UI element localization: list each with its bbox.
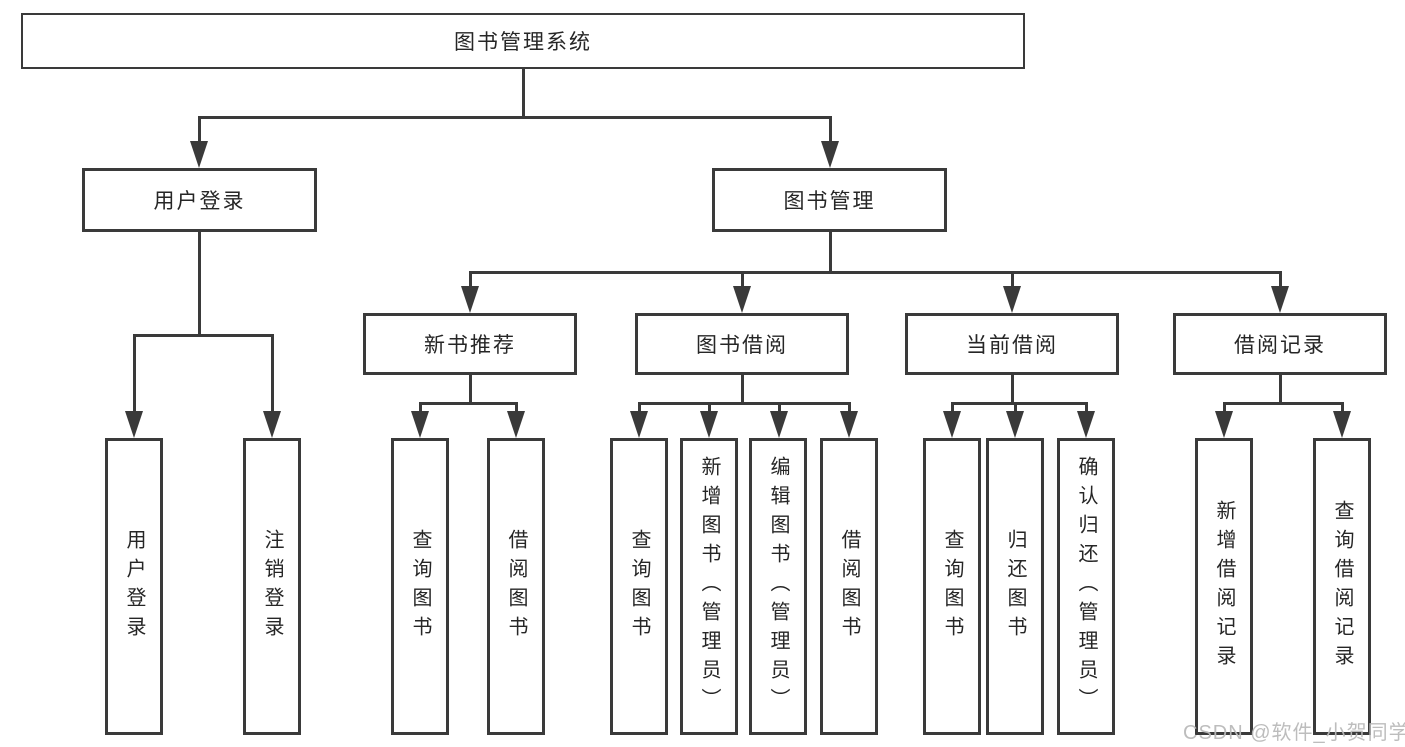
node-borrowing-records: 借阅记录 [1173, 313, 1387, 375]
node-label: 确认归还（管理员） [1075, 456, 1097, 717]
connector-vline [740, 272, 744, 286]
connector-hline [197, 115, 832, 119]
node-label: 新增图书（管理员） [698, 456, 720, 717]
leaf-query-books-borrow: 查询图书 [610, 438, 668, 735]
connector-vline [828, 232, 832, 272]
leaf-edit-books-admin: 编辑图书（管理员） [749, 438, 807, 735]
arrow-down-icon [1003, 286, 1021, 313]
arrow-down-icon [1006, 411, 1024, 438]
connector-vline [1340, 403, 1344, 411]
leaf-user-login: 用户登录 [105, 438, 163, 735]
arrow-down-icon [1333, 411, 1351, 438]
csdn-watermark: CSDN @软件_小贺同学 [1183, 722, 1405, 744]
connector-vline [950, 403, 954, 411]
node-label: 借阅记录 [1234, 334, 1326, 357]
connector-vline [1010, 272, 1014, 286]
arrow-down-icon [630, 411, 648, 438]
connector-vline [132, 335, 136, 411]
node-label: 借阅图书 [838, 528, 860, 645]
arrow-down-icon [1215, 411, 1233, 438]
connector-vline [777, 403, 781, 411]
node-label: 图书借阅 [696, 334, 788, 357]
connector-hline [132, 333, 274, 337]
connector-vline [468, 272, 472, 286]
connector-vline [1278, 272, 1282, 286]
connector-hline [1222, 401, 1344, 405]
leaf-confirm-return-admin: 确认归还（管理员） [1057, 438, 1115, 735]
arrow-down-icon [770, 411, 788, 438]
node-label: 归还图书 [1004, 528, 1026, 645]
node-label: 用户登录 [153, 190, 246, 213]
connector-vline [1010, 375, 1014, 403]
arrow-down-icon [263, 411, 281, 438]
arrow-down-icon [190, 141, 208, 168]
node-label: 借阅图书 [505, 528, 527, 645]
leaf-add-borrow-record: 新增借阅记录 [1195, 438, 1253, 735]
connector-hline [418, 401, 518, 405]
connector-vline [468, 375, 472, 403]
node-new-book-recommendation: 新书推荐 [363, 313, 577, 375]
connector-vline [847, 403, 851, 411]
arrow-down-icon [700, 411, 718, 438]
arrow-down-icon [840, 411, 858, 438]
arrow-down-icon [1077, 411, 1095, 438]
connector-hline [637, 401, 851, 405]
node-label: 查询图书 [628, 528, 650, 645]
node-label: 查询图书 [409, 528, 431, 645]
connector-vline [740, 375, 744, 403]
node-label: 当前借阅 [966, 334, 1058, 357]
connector-vline [707, 403, 711, 411]
connector-vline [1084, 403, 1088, 411]
node-label: 新书推荐 [424, 334, 516, 357]
connector-vline [828, 117, 832, 141]
node-label: 图书管理 [783, 190, 876, 213]
connector-vline [514, 403, 518, 411]
node-book-borrowing: 图书借阅 [635, 313, 849, 375]
connector-vline [270, 335, 274, 411]
arrow-down-icon [1271, 286, 1289, 313]
node-user-login: 用户登录 [82, 168, 317, 232]
node-label: 注销登录 [261, 528, 283, 645]
arrow-down-icon [411, 411, 429, 438]
connector-vline [418, 403, 422, 411]
connector-hline [468, 270, 1282, 274]
node-current-borrowing: 当前借阅 [905, 313, 1119, 375]
node-label: 查询借阅记录 [1331, 499, 1353, 674]
node-label: 新增借阅记录 [1213, 499, 1235, 674]
arrow-down-icon [943, 411, 961, 438]
leaf-query-borrow-record: 查询借阅记录 [1313, 438, 1371, 735]
arrow-down-icon [507, 411, 525, 438]
connector-vline [1222, 403, 1226, 411]
arrow-down-icon [125, 411, 143, 438]
leaf-logout: 注销登录 [243, 438, 301, 735]
arrow-down-icon [733, 286, 751, 313]
connector-vline [521, 69, 525, 117]
leaf-add-books-admin: 新增图书（管理员） [680, 438, 738, 735]
connector-vline [197, 117, 201, 141]
node-label: 用户登录 [123, 528, 145, 645]
connector-vline [1013, 403, 1017, 411]
connector-vline [1278, 375, 1282, 403]
node-book-management: 图书管理 [712, 168, 947, 232]
leaf-return-books: 归还图书 [986, 438, 1044, 735]
arrow-down-icon [461, 286, 479, 313]
arrow-down-icon [821, 141, 839, 168]
node-label: 编辑图书（管理员） [767, 456, 789, 717]
node-label: 查询图书 [941, 528, 963, 645]
connector-vline [637, 403, 641, 411]
node-library-management-system: 图书管理系统 [21, 13, 1025, 69]
node-label: 图书管理系统 [454, 31, 592, 54]
leaf-query-books-current: 查询图书 [923, 438, 981, 735]
connector-vline [197, 232, 201, 335]
leaf-borrow-books: 借阅图书 [820, 438, 878, 735]
connector-hline [950, 401, 1088, 405]
leaf-borrow-books-recommend: 借阅图书 [487, 438, 545, 735]
leaf-query-books-recommend: 查询图书 [391, 438, 449, 735]
